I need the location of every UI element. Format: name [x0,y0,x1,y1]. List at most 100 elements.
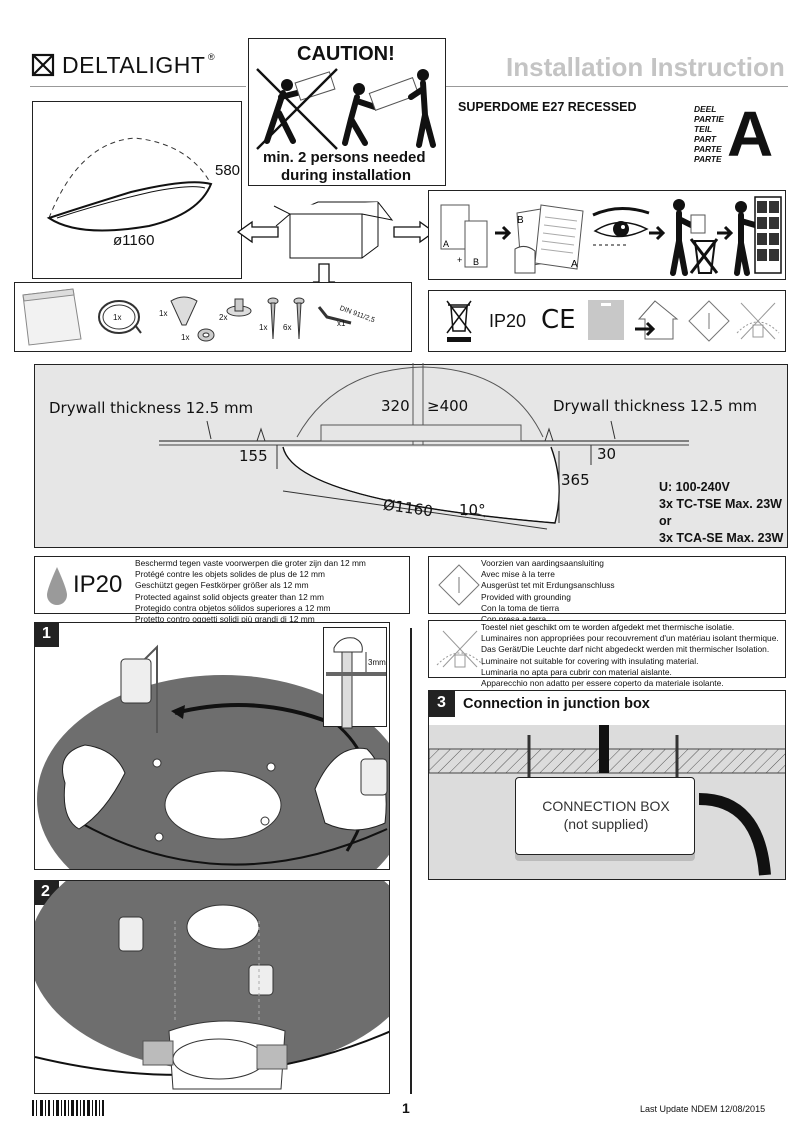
barcode-icon [32,1100,104,1116]
svg-text:B: B [473,257,479,267]
arrow-left-icon [236,220,279,244]
grounding-line: Voorzien van aardingsaansluiting [481,558,604,568]
eye-icon [592,207,650,246]
step-1-number: 1 [42,625,51,642]
step-1-badge [35,623,59,647]
arrow-right-small-icon [649,225,666,241]
connection-box-line-2: (not supplied) [563,816,649,832]
plate-mounting-illustration [35,881,389,1090]
part-word: PART [694,134,717,144]
svg-text:+: + [457,255,462,265]
dimension-30: 30 [597,445,617,463]
insulation-line: Toestel niet geschikt om te worden afged… [481,622,735,632]
grounding-box: Voorzien van aardingsaansluiting Avec mi… [428,556,786,624]
connection-box-line-1: CONNECTION BOX [542,798,670,814]
grounding-line: Con la toma de tierra [481,602,560,613]
product-name: SUPERDOME E27 RECESSED [458,100,637,114]
mounting-plate-illustration [37,644,389,869]
brand-name: DELTALIGHT [62,52,206,78]
screw-icon [293,297,305,340]
ip-line: Beschermd tegen vaste voorwerpen die gro… [135,558,366,568]
grommet-icon [197,328,215,342]
screw-icon [267,297,279,340]
dimension-320: 320 [381,397,410,415]
grounding-line: Ausgerüst tet mit Erdungsanschluss [481,580,615,591]
step-1-detail-inset: 3mm [323,627,387,729]
ip-line: Protected against solid objects greater … [135,591,325,602]
dimension-365: 365 [561,471,590,489]
brand-registered: ® [208,52,215,62]
step-2-panel: 2 [34,880,390,1094]
deltalight-logo-icon [31,53,55,77]
caution-box: CAUTION! min. 2 persons needed during in… [248,38,446,186]
part-word: TEIL [694,124,713,134]
electrical-specs: U: 100-240V 3x TC-TSE Max. 23W or 3x TCA… [659,479,783,547]
ip-line: Protégé contre les objets solides de plu… [135,569,325,580]
dimension-angle: 10° [459,501,486,519]
ce-mark: CE [541,305,576,335]
arrow-right-small-icon [495,225,512,241]
arrow-right-icon [393,220,436,244]
insulation-line: Luminaria no apta para cubrir con materi… [481,666,672,677]
person-storing-icon [734,196,782,276]
step-3-title: Connection in junction box [463,696,650,712]
grounding-description: Voorzien van aardingsaansluiting Avec mi… [481,558,615,625]
arrow-right-small-icon [717,225,734,241]
insulation-line: Luminaires non appropriées pour recouvre… [481,633,779,644]
class-one-diamond-icon [688,300,730,342]
svg-text:A: A [443,239,449,249]
part-word: PARTE [694,154,722,164]
connection-box: CONNECTION BOX (not supplied) [515,777,695,855]
ip-rating-box: IP20 Beschermd tegen vaste voorwerpen di… [34,556,410,624]
reading-instructions-icon: B A [514,204,584,274]
suction-clip-icon [226,298,252,317]
screw-detail-icon [326,637,386,729]
drywall-left-label: Drywall thickness 12.5 mm [49,399,254,417]
part-words: DEEL PARTIE TEIL PART PARTE PARTE [694,104,734,164]
step-3-panel: 3 Connection in junction box CONNECTION … [428,690,786,880]
dome-luminaire-icon [46,137,213,232]
document-pages-icon: A B + [440,204,488,268]
grounding-line: Provided with grounding [481,591,571,602]
section-drawing-lines [159,363,689,530]
caution-line-2: during installation [281,167,411,184]
ip-rating-label: IP20 [73,571,123,598]
step-2-number: 2 [41,883,50,900]
part-letter: A [727,98,774,170]
caution-title: CAUTION! [297,43,395,65]
class-one-diamond-icon [438,564,480,606]
insulation-line: Luminaire not suitable for covering with… [481,655,699,666]
spec-voltage: U: 100-240V [659,480,730,494]
grounding-line: Avec mise à la terre [481,569,555,580]
cone-icon [170,296,198,326]
cone-qty: 1x [159,309,168,318]
weee-bin-icon [446,300,472,342]
no-insulation-icon [736,302,780,340]
product-dimension-box: 580 ø1160 [32,101,242,279]
no-insulation-icon [436,630,484,668]
insulation-description: Toestel niet geschikt om te worden afged… [481,622,779,689]
cable-coil-icon [98,300,142,334]
symbols-box: IP20 CE [428,290,786,352]
hex-key-icon [317,306,352,325]
header-rule [30,86,246,87]
ip20-symbol: IP20 [489,311,527,331]
last-update: Last Update NDEM 12/08/2015 [640,1104,766,1114]
screw-qty: 1x [259,323,268,332]
spec-lamp-1: 3x TC-TSE Max. 23W [659,497,782,511]
part-word: DEEL [694,104,717,114]
accessories-box: 1x 1x 1x 2x 1x 6x DIN 911/2,5 x1 [14,282,412,352]
page-number: 1 [402,1100,410,1116]
grey-label-icon [588,300,624,340]
grounding-line: Con presa a terra [481,614,615,625]
water-drop-icon [47,567,67,605]
dimension-155: 155 [239,447,268,465]
hex-key-qty: x1 [337,319,346,328]
drywall-right-label: Drywall thickness 12.5 mm [553,397,758,415]
plastic-bag-icon [22,288,82,346]
ip-rating-description: Beschermd tegen vaste voorwerpen die gro… [135,558,366,625]
read-instructions-box: A B + B A [428,190,786,280]
step-1-panel: 1 3mm [34,622,390,870]
document-type: Installation Instruction [506,52,785,82]
cardboard-box-icon [273,201,394,259]
